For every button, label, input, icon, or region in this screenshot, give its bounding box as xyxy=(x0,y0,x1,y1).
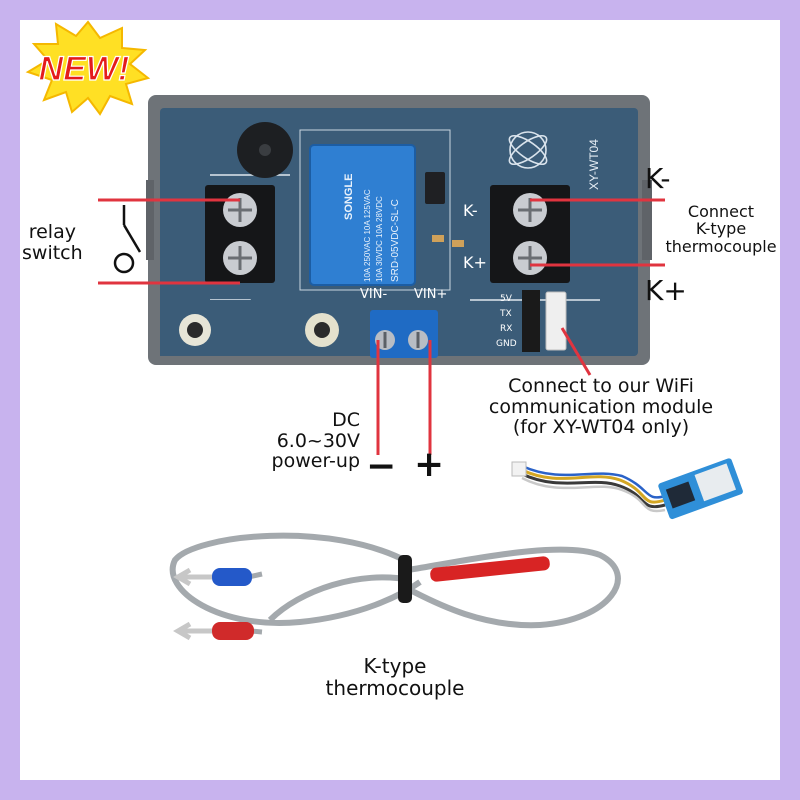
probe-red-lug xyxy=(212,622,254,640)
k-plus-annotation: K+ xyxy=(645,274,687,307)
new-badge: NEW! xyxy=(25,20,151,116)
pad-vin-plus: VIN+ xyxy=(414,287,447,302)
relay-brand: SONGLE xyxy=(343,174,355,220)
cable-red-sleeve xyxy=(430,556,550,582)
probe-blue-lug xyxy=(212,568,252,586)
relay-spec-2: 10A 30VDC 10A 28VDC xyxy=(375,196,384,282)
relay-switch-label: relay switch xyxy=(22,221,83,264)
pin-tx: TX xyxy=(499,309,512,319)
cable-tie xyxy=(398,555,412,603)
plus-sign: + xyxy=(414,444,445,485)
pad-k-plus: K+ xyxy=(463,253,487,272)
annotation-lines xyxy=(98,198,665,455)
wifi-module-label: Connect to our WiFi communication module… xyxy=(488,375,714,439)
relay-component xyxy=(310,145,415,285)
minus-sign: − xyxy=(366,446,397,487)
board-logo xyxy=(508,131,548,169)
thermocouple-terminal-block xyxy=(490,185,570,283)
transistor xyxy=(425,172,445,204)
connect-thermocouple-label: Connect K-type thermocouple xyxy=(665,202,777,256)
relay-spec-1: 10A 250VAC 10A 125VAC xyxy=(363,189,372,282)
board-model: XY-WT04 xyxy=(587,139,601,190)
wifi-module xyxy=(658,458,743,520)
k-minus-annotation: K- xyxy=(645,162,671,195)
thermocouple-cable xyxy=(169,532,621,629)
pad-k-minus: K- xyxy=(463,201,478,220)
new-badge-text: NEW! xyxy=(39,50,130,88)
pin-rx: RX xyxy=(500,324,512,334)
pad-vin-minus: VIN- xyxy=(360,287,387,302)
relay-model: SRD-05VDC-SL-C xyxy=(390,199,401,282)
thermocouple-label: K-type thermocouple xyxy=(325,654,465,700)
pin-gnd: GND xyxy=(496,339,517,349)
switch-symbol xyxy=(113,205,142,274)
dc-power-label: DC 6.0~30V power-up xyxy=(271,409,360,473)
uart-socket xyxy=(545,291,567,351)
pin-5v: 5V xyxy=(500,294,513,304)
relay-terminal-block xyxy=(205,185,275,283)
uart-header xyxy=(522,290,540,352)
